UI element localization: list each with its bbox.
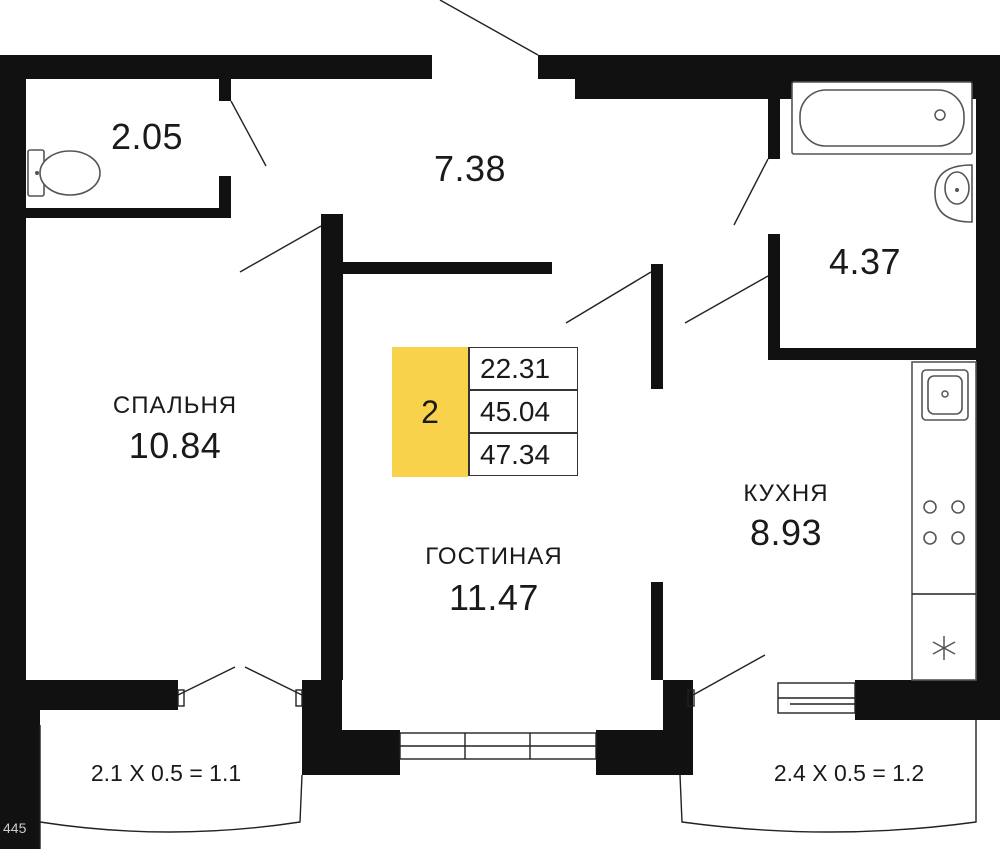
wall-left bbox=[0, 55, 26, 715]
wall-wc-bottom bbox=[26, 208, 231, 218]
wall-living-kitchen-upper bbox=[651, 264, 663, 389]
wall-bottom-mid bbox=[302, 680, 342, 775]
door-balcony-left-a bbox=[177, 666, 236, 696]
area-summary: 2 22.31 45.04 47.34 bbox=[392, 347, 578, 477]
wall-balcony-left-end bbox=[0, 710, 40, 849]
door-entry bbox=[439, 0, 539, 56]
total-area: 45.04 bbox=[468, 390, 578, 433]
washbasin-icon bbox=[934, 164, 973, 223]
wall-top-right bbox=[538, 55, 1000, 79]
fridge-icon bbox=[912, 593, 976, 660]
wall-bottom-right bbox=[855, 680, 1000, 720]
balcony-left-outline bbox=[39, 725, 303, 849]
footnote: 445 bbox=[3, 820, 27, 836]
balconies bbox=[39, 720, 977, 849]
total-area-with-balcony: 47.34 bbox=[468, 433, 578, 476]
wall-bottom-living-left bbox=[342, 730, 400, 775]
toilet-icon bbox=[27, 149, 101, 197]
wall-wc-right-upper bbox=[219, 79, 231, 101]
wall-living-kitchen-lower bbox=[651, 582, 663, 680]
door-balcony-right bbox=[692, 654, 766, 696]
sink-icon bbox=[921, 369, 969, 421]
balcony-right-outline bbox=[679, 720, 977, 833]
balcony-left-size: 2.1 X 0.5 = 1.1 bbox=[90, 760, 242, 786]
door-balcony-left-b bbox=[244, 666, 303, 696]
wall-bath-left-lower bbox=[768, 234, 780, 354]
wall-wc-right-lower bbox=[219, 176, 231, 216]
bedroom-name: СПАЛЬНЯ bbox=[112, 392, 238, 419]
walls bbox=[0, 55, 1000, 849]
bathroom-area: 4.37 bbox=[828, 241, 902, 282]
wall-right bbox=[976, 55, 1000, 720]
door-kitchen bbox=[684, 275, 769, 324]
wall-bath-bottom bbox=[768, 348, 976, 360]
wall-top-left bbox=[0, 55, 432, 79]
windows bbox=[399, 682, 856, 760]
wall-bath-left-upper bbox=[768, 79, 780, 159]
kitchen-area: 8.93 bbox=[749, 512, 823, 553]
door-bathroom bbox=[733, 158, 769, 226]
wall-living-top bbox=[343, 262, 552, 274]
doors bbox=[177, 0, 769, 707]
door-wc bbox=[230, 100, 267, 167]
living-area-total: 22.31 bbox=[468, 347, 578, 390]
rooms-count: 2 bbox=[392, 347, 468, 477]
door-living bbox=[565, 271, 652, 324]
living-area: 11.47 bbox=[449, 577, 539, 618]
door-bedroom bbox=[239, 225, 322, 273]
wall-bedroom-right bbox=[321, 214, 343, 680]
wc-area: 2.05 bbox=[110, 116, 184, 157]
wall-bottom-left bbox=[0, 680, 178, 710]
bathtub-icon bbox=[791, 81, 973, 155]
hall-area: 7.38 bbox=[433, 148, 507, 189]
balcony-right-size: 2.4 X 0.5 = 1.2 bbox=[773, 760, 925, 786]
bedroom-area: 10.84 bbox=[128, 425, 222, 466]
living-name: ГОСТИНАЯ bbox=[425, 543, 563, 570]
kitchen-name: КУХНЯ bbox=[743, 480, 829, 507]
stove-icon bbox=[923, 500, 965, 545]
